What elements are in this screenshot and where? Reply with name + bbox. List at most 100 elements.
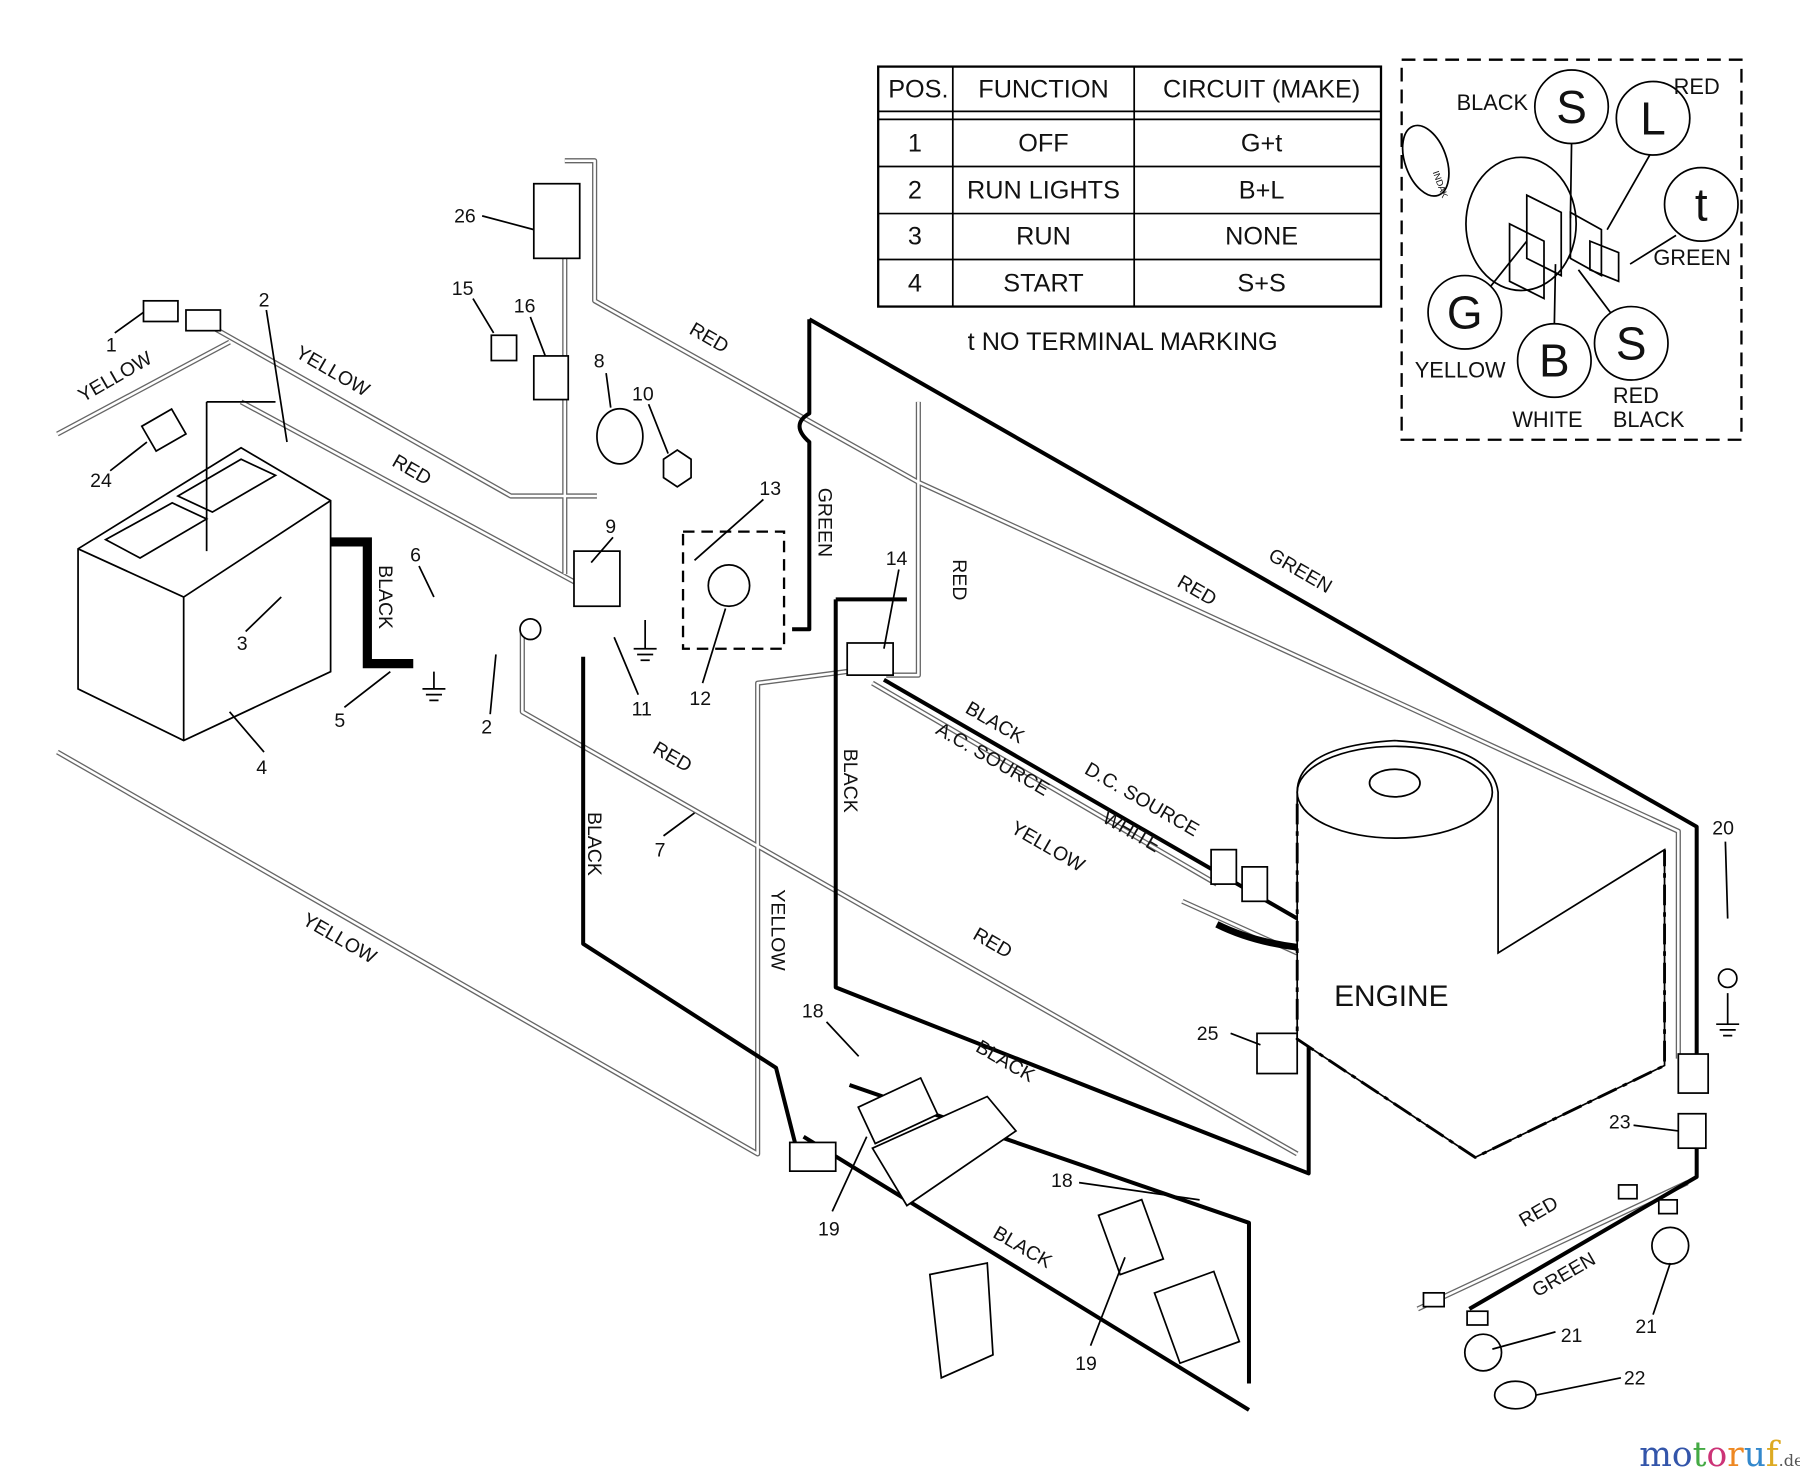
bulb-22	[1493, 1380, 1537, 1410]
table-row: 2 RUN LIGHTS B+L	[908, 177, 1285, 205]
fuse-15	[490, 334, 518, 362]
wire-label: BLACK	[374, 565, 396, 629]
terminal-s	[1533, 69, 1610, 145]
part-number: 19	[818, 1218, 840, 1240]
wire-color-label: RED	[1674, 74, 1720, 99]
switch-body	[1465, 156, 1578, 292]
wire-color-label: WHITE	[1512, 407, 1582, 432]
part-number: 1	[106, 334, 117, 356]
part-number: 19	[1075, 1353, 1097, 1375]
wire-label: BLACK	[583, 812, 605, 876]
part-number: 2	[481, 717, 492, 739]
bezel-8	[596, 407, 644, 465]
part-number: 11	[632, 698, 652, 720]
terminal-letter: L	[1640, 92, 1666, 144]
light-wires	[56, 158, 1689, 1312]
nut-10	[662, 449, 692, 488]
wire-label: GREEN	[813, 488, 835, 557]
svg-text:motoruf.de: motoruf.de	[1639, 1435, 1800, 1475]
table-header: CIRCUIT (MAKE)	[1163, 76, 1360, 104]
connector-plug	[1153, 1270, 1241, 1365]
solenoid-9	[573, 550, 621, 608]
engine: ENGINE	[1295, 739, 1666, 1160]
part-number: 12	[689, 688, 711, 710]
function-table: POS. FUNCTION CIRCUIT (MAKE) 1 OFF G+t 2…	[877, 65, 1383, 356]
engine-label: ENGINE	[1334, 980, 1448, 1013]
table-cell: G+t	[1241, 130, 1282, 158]
wire-label: BLACK	[839, 749, 861, 813]
part-number: 25	[1197, 1023, 1219, 1045]
part-number: 8	[594, 350, 605, 372]
part-number: 16	[514, 295, 536, 317]
lamp-socket-21	[1463, 1333, 1503, 1372]
wire-label: YELLOW	[299, 909, 381, 969]
table-cell: OFF	[1018, 130, 1068, 158]
part-number: 14	[886, 548, 908, 570]
connector-23	[1677, 1112, 1707, 1150]
wire-label: RED	[686, 318, 733, 358]
key-icon: INDAK	[1401, 124, 1450, 200]
table-cell: B+L	[1239, 177, 1285, 205]
heavy-wires	[292, 317, 1699, 1412]
switch-19-b	[1097, 1198, 1165, 1276]
terminal-b	[1516, 322, 1592, 399]
part-number: 13	[759, 478, 781, 500]
terminal-l	[1615, 80, 1691, 156]
terminal-letter: B	[1539, 335, 1570, 387]
table-row: 1 OFF G+t	[908, 130, 1282, 158]
table-cell: RUN	[1016, 223, 1071, 251]
bracket-lower	[928, 1261, 994, 1380]
part-25	[1256, 1032, 1299, 1075]
wire-color-label: GREEN	[1653, 245, 1731, 270]
switch-19-a	[857, 1076, 939, 1145]
part-number: 21	[1561, 1325, 1583, 1347]
connector-19	[788, 1141, 837, 1173]
table-cell: NONE	[1225, 223, 1298, 251]
part-number: 20	[1712, 818, 1734, 840]
part-number: 15	[452, 278, 474, 300]
ground-symbols	[422, 620, 1740, 1037]
table-row: 4 START S+S	[908, 270, 1286, 298]
fuse-24	[140, 407, 188, 453]
terminal-letter: S	[1556, 81, 1587, 133]
part-number: 7	[655, 840, 666, 862]
wire-label: RED	[948, 559, 970, 600]
table-cell: RUN LIGHTS	[967, 177, 1120, 205]
part-number: 9	[605, 516, 616, 538]
battery	[77, 401, 332, 742]
wire-label: RED	[969, 923, 1016, 963]
part-number: 3	[237, 633, 248, 655]
terminal-letter: S	[1616, 317, 1647, 369]
table-header: POS.	[888, 76, 948, 104]
wire-label: RED	[649, 737, 696, 777]
part-number: 5	[334, 710, 345, 732]
part-number: 22	[1624, 1368, 1646, 1390]
wire-color-label: RED	[1613, 383, 1659, 408]
wire-label: YELLOW	[1007, 817, 1089, 877]
part-number: 23	[1609, 1112, 1631, 1134]
table-footnote: t NO TERMINAL MARKING	[968, 328, 1278, 356]
table-cell: START	[1003, 270, 1083, 298]
switch-box-13	[681, 530, 786, 650]
part-number: 21	[1635, 1316, 1657, 1338]
table-header: FUNCTION	[978, 76, 1108, 104]
holder-16	[532, 355, 570, 401]
connector-white	[1210, 848, 1238, 885]
switch-inset: INDAK S L t G B S BLACK RED GREEN YELLOW…	[1400, 58, 1743, 441]
part-number: 18	[1051, 1170, 1073, 1192]
table-cell: 3	[908, 223, 922, 251]
part-number: 4	[256, 757, 267, 779]
lamp-socket-21	[1651, 1226, 1690, 1266]
table-cell: 1	[908, 130, 922, 158]
part-26	[532, 182, 581, 260]
components	[140, 182, 1738, 1410]
terminal-t	[1663, 166, 1739, 242]
part-number: 26	[454, 206, 476, 228]
connector-20	[1677, 1053, 1710, 1094]
part-number: 10	[632, 384, 654, 406]
ignition-switch-12	[707, 564, 751, 608]
table-cell: S+S	[1237, 270, 1285, 298]
wire-color-label: BLACK	[1613, 407, 1685, 432]
